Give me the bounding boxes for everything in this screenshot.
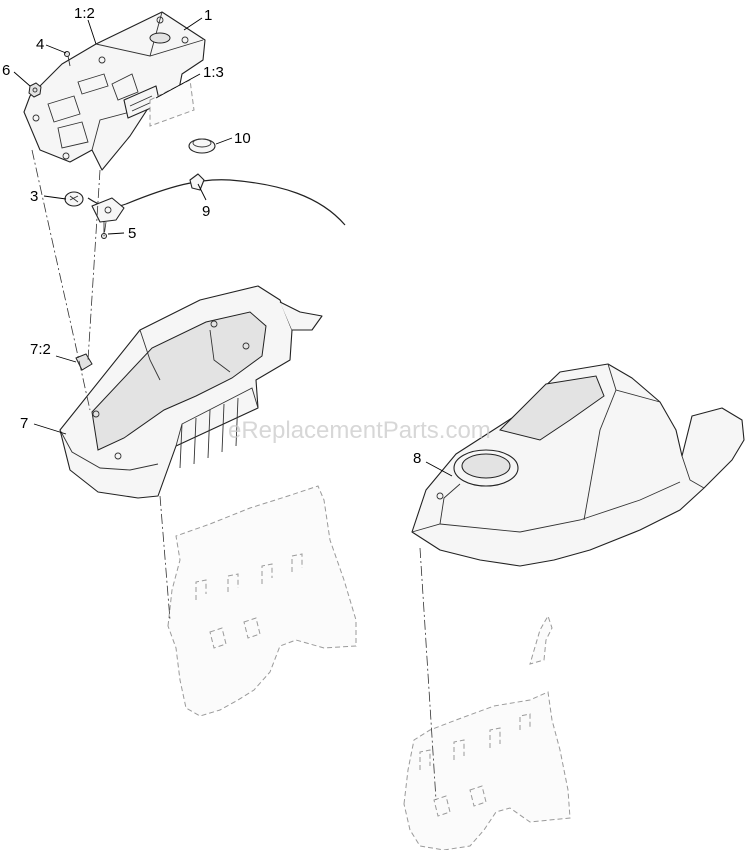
callout-9: 9 [202,203,210,220]
panel-ghost-outline [149,79,195,127]
callout-1-2: 1:2 [74,5,95,22]
throttle-cable [64,173,346,239]
callout-5: 5 [128,225,136,242]
right-frame-ghost [403,614,571,850]
grommet-part [188,138,216,154]
callout-1: 1 [204,7,212,24]
leader-lines [13,17,453,477]
control-panel [23,11,206,171]
callout-labels: 1 1:2 1:3 3 4 5 6 7 7:2 8 9 10 [2,5,421,467]
callout-8: 8 [413,450,421,467]
left-console [59,285,323,499]
watermark-text: eReplacementParts.com [228,417,491,444]
callout-10: 10 [234,130,251,147]
callout-1-3: 1:3 [203,64,224,81]
callout-7: 7 [20,415,28,432]
callout-7-2: 7:2 [30,341,51,358]
left-frame-ghost [167,485,357,717]
assembly-lines [31,149,437,801]
callout-4: 4 [36,36,44,53]
callout-6: 6 [2,62,10,79]
callout-3: 3 [30,188,38,205]
right-console [411,363,745,567]
nut-part [28,82,42,98]
